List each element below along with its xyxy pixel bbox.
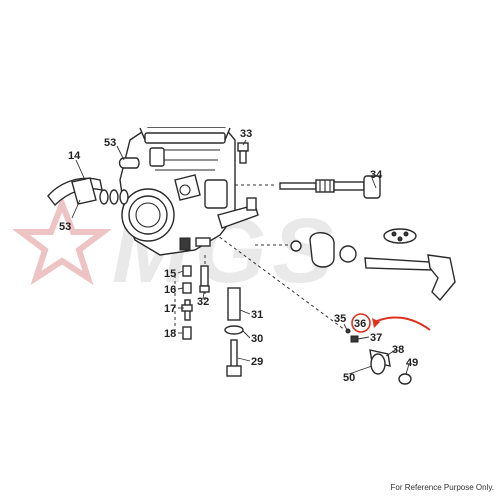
- callout-33: 33: [240, 128, 252, 140]
- jets-column: [181, 265, 193, 340]
- callout-30: 30: [251, 333, 263, 345]
- callout-36: 36: [354, 318, 366, 330]
- callout-32: 32: [197, 296, 209, 308]
- watermark-star: [12, 195, 112, 286]
- part-32-needle: [199, 265, 210, 293]
- callout-38: 38: [392, 344, 404, 356]
- callout-17: 17: [164, 303, 176, 315]
- callout-53-left: 53: [59, 221, 71, 233]
- callout-34: 34: [370, 169, 383, 181]
- callout-37: 37: [370, 332, 382, 344]
- callout-14: 14: [68, 150, 81, 162]
- callout-49: 49: [406, 357, 418, 369]
- callout-53-top: 53: [104, 137, 116, 149]
- idle-screw-group: [345, 328, 412, 385]
- callouts: 53 33 14 34 53 15 16 32 17 31 18 30 29 3…: [59, 128, 418, 384]
- callout-50: 50: [343, 372, 355, 384]
- part-33-screw: [237, 142, 249, 164]
- part-53-clip: [118, 157, 140, 169]
- callout-18: 18: [164, 328, 176, 340]
- leader-lines: [71, 139, 410, 375]
- reference-note: For Reference Purpose Only.: [391, 483, 494, 492]
- throttle-assembly: [290, 228, 456, 302]
- callout-29: 29: [251, 356, 263, 368]
- carburettor-body: [119, 127, 259, 256]
- callout-35: 35: [334, 313, 346, 325]
- part-34-plunger: [279, 175, 381, 199]
- callout-15: 15: [164, 268, 176, 280]
- callout-31: 31: [251, 309, 263, 321]
- callout-16: 16: [164, 284, 176, 296]
- highlight-marker: [351, 313, 431, 333]
- part-14-hose: [47, 177, 129, 207]
- screw-stack: [224, 287, 244, 377]
